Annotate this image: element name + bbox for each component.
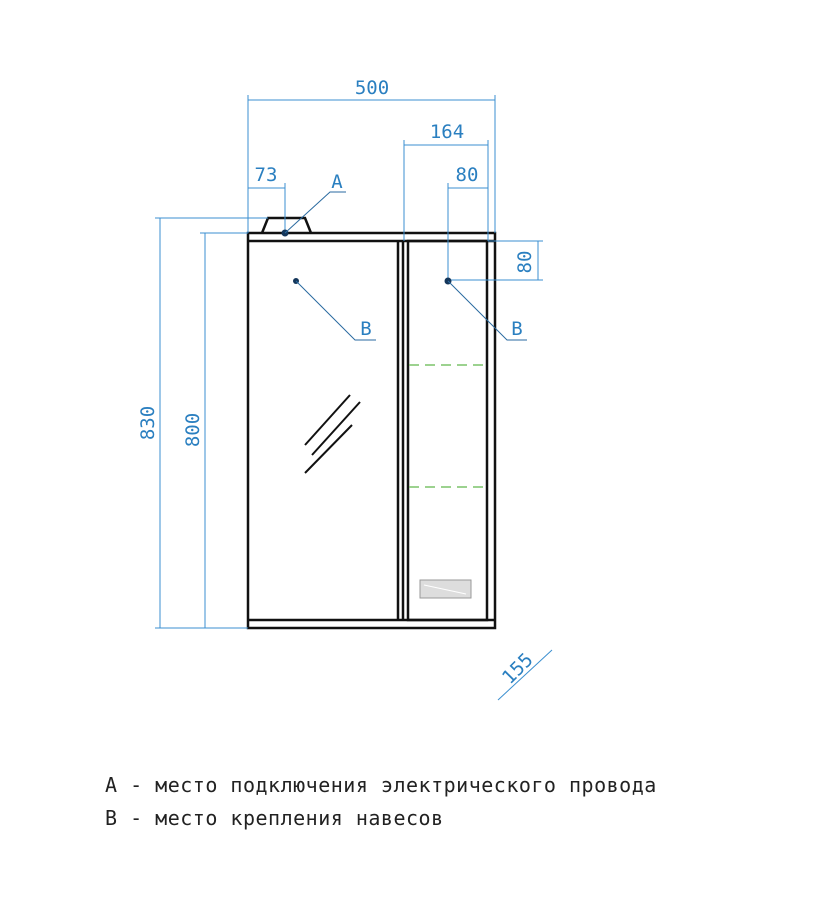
dim-depth: 155 [498, 649, 538, 689]
dimension-lines [155, 95, 553, 701]
svg-text:B: B [360, 318, 371, 340]
legend-a: A - место подключения электрического про… [105, 773, 657, 797]
handle-icon [419, 579, 472, 599]
mirror-reflection-icon [304, 394, 361, 474]
dim-b-offset-v: 80 [514, 251, 536, 274]
shelves [409, 364, 486, 488]
marker-b-left: B [293, 278, 376, 341]
svg-text:A: A [331, 171, 343, 193]
svg-text:B: B [511, 318, 522, 340]
cabinet-outline [246, 216, 497, 630]
dim-width-right: 164 [430, 121, 464, 143]
dim-a-offset: 73 [255, 164, 278, 186]
dim-height-total: 830 [137, 406, 159, 440]
marker-a: A [281, 171, 346, 237]
dim-b-offset-h: 80 [456, 164, 479, 186]
dim-height-body: 800 [182, 413, 204, 447]
dim-width-total: 500 [355, 77, 389, 99]
marker-b-right: B [444, 277, 527, 341]
legend-b: B - место крепления навесов [105, 806, 444, 830]
